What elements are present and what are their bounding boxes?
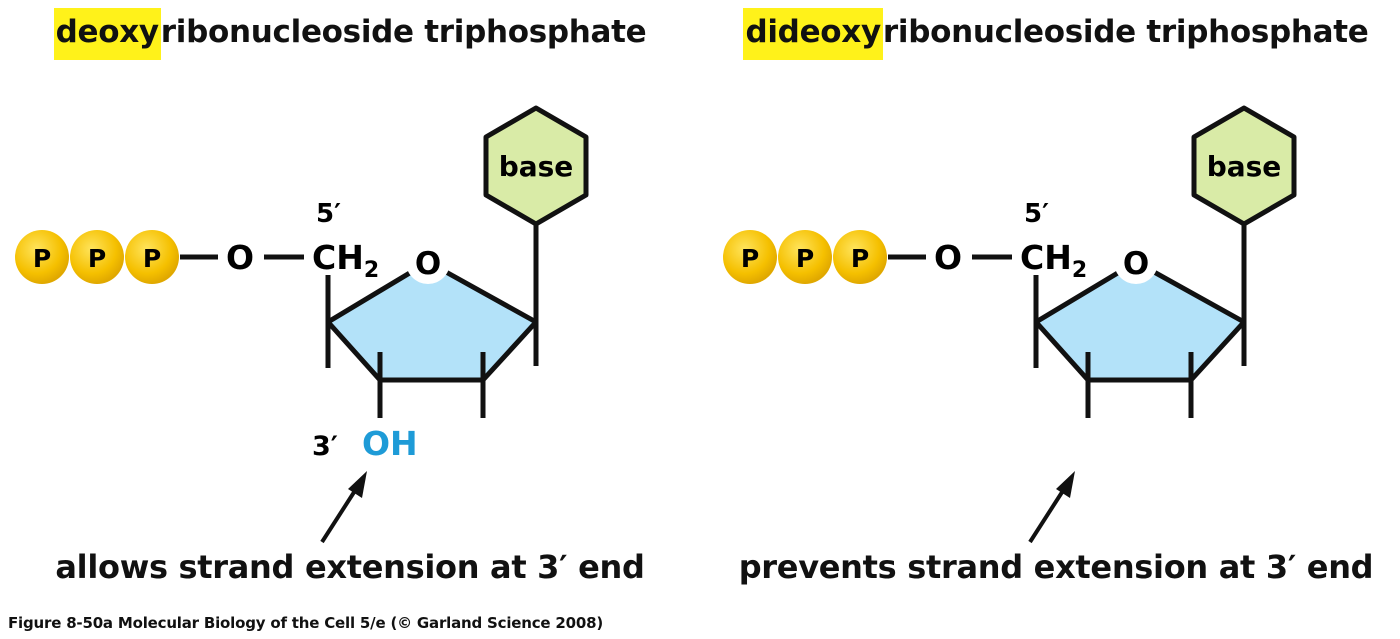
oxygen-label: O — [226, 238, 254, 277]
phosphate-1: P — [15, 230, 69, 284]
deoxy-panel: deoxyribonucleoside triphosphate P P P O… — [0, 0, 700, 600]
arrow-shaft — [1028, 484, 1068, 544]
title-rest: ribonucleoside triphosphate — [882, 14, 1369, 50]
phosphate-3: P — [125, 230, 179, 284]
base-hexagon — [1191, 105, 1297, 227]
arrow-shaft — [320, 484, 360, 544]
deoxy-title: deoxyribonucleoside triphosphate — [0, 8, 700, 60]
base-label: base — [499, 150, 574, 183]
figure-credit: Figure 8-50a Molecular Biology of the Ce… — [8, 614, 604, 632]
deoxy-structure: P P P O CH2 5′ O base 3′ OH — [15, 105, 589, 544]
svg-text:P: P — [851, 244, 869, 273]
title-rest: ribonucleoside triphosphate — [160, 14, 647, 50]
phosphate-2: P — [778, 230, 832, 284]
base-label: base — [1207, 150, 1282, 183]
ring-oxygen: O — [1123, 246, 1149, 282]
svg-text:P: P — [143, 244, 161, 273]
svg-text:P: P — [33, 244, 51, 273]
oxygen-label: O — [934, 238, 962, 277]
phosphate-1: P — [723, 230, 777, 284]
dideoxy-caption: prevents strand extension at 3′ end — [738, 548, 1374, 586]
svg-text:P: P — [741, 244, 759, 273]
svg-text:P: P — [796, 244, 814, 273]
hydroxyl-label: OH — [362, 424, 418, 463]
prime5-label: 5′ — [1024, 199, 1049, 229]
sugar-ring — [1033, 259, 1247, 383]
phosphate-2: P — [70, 230, 124, 284]
sugar-ring — [325, 259, 539, 383]
ch2-label: CH2 — [1020, 238, 1087, 283]
dideoxy-panel: dideoxyribonucleoside triphosphate P P P… — [706, 0, 1400, 600]
base-hexagon — [483, 105, 589, 227]
svg-text:P: P — [88, 244, 106, 273]
prime3-label: 3′ — [312, 431, 338, 462]
title-highlight: dideoxy — [743, 8, 883, 60]
arrow-head — [1056, 471, 1075, 498]
ring-oxygen-bg — [1114, 240, 1158, 284]
dideoxy-structure: P P P O CH2 5′ O base — [723, 105, 1297, 544]
deoxy-caption: allows strand extension at 3′ end — [55, 548, 645, 586]
prime5-label: 5′ — [316, 199, 341, 229]
ring-oxygen: O — [415, 246, 441, 282]
ch2-label: CH2 — [312, 238, 379, 283]
arrow-head — [348, 471, 367, 498]
dideoxy-title: dideoxyribonucleoside triphosphate — [706, 8, 1400, 60]
ring-oxygen-bg — [406, 240, 450, 284]
phosphate-3: P — [833, 230, 887, 284]
title-highlight: deoxy — [53, 8, 161, 60]
